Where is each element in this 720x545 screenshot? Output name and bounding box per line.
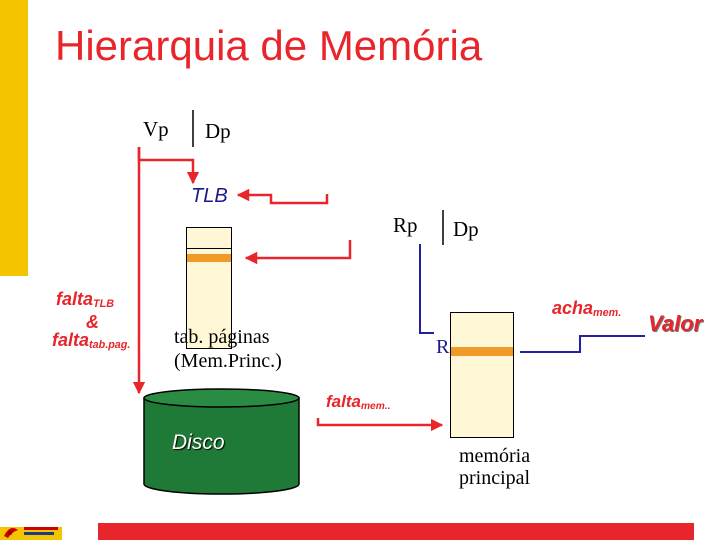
- left-accent-bar: [0, 0, 28, 276]
- rp-to-page-table-arrow: [244, 240, 352, 265]
- rp-to-tlb-arrow: [236, 188, 329, 205]
- page-table-box: [186, 248, 232, 349]
- fault-tlb-ampersand: &: [86, 312, 99, 333]
- page-table-label-line1: tab. páginas: [174, 326, 270, 348]
- disk-label: Disco: [172, 431, 225, 454]
- fault-tlb-line1: faltaTLB: [56, 289, 115, 311]
- fault-tlb-label: faltaTLB & faltatab.pag.: [52, 290, 152, 354]
- virtual-offset-label: Dp: [205, 119, 231, 143]
- page-table-entry-highlight: [187, 254, 231, 262]
- page-table-label-line2: (Mem.Princ.): [174, 350, 282, 372]
- virtual-page-label: Vp: [143, 117, 169, 141]
- real-offset-label: Dp: [453, 217, 479, 241]
- fault-memory-label: faltamem..: [326, 392, 391, 413]
- bottom-accent-bar: [98, 523, 694, 540]
- real-page-label: Rp: [393, 213, 418, 237]
- page-table-label: tab. páginas (Mem.Princ.): [174, 325, 282, 373]
- value-label: Valor: [648, 311, 703, 336]
- main-memory-label-line1: memória: [459, 445, 531, 467]
- tlb-label: TLB: [191, 185, 228, 207]
- page-title: Hierarquia de Memória: [55, 22, 483, 69]
- main-memory-label-line2: principal: [459, 467, 531, 489]
- disk-cylinder: [143, 388, 300, 496]
- hit-memory-label: achamem.: [552, 298, 622, 320]
- fault-tlb-line3: faltatab.pag.: [52, 330, 131, 352]
- main-memory-box: [450, 312, 514, 438]
- disk-to-memory-arrow: [316, 418, 444, 432]
- hit-memory-line: [520, 335, 645, 353]
- rp-to-memory-line: [419, 244, 434, 334]
- main-memory-label: memória principal: [459, 445, 530, 489]
- vp-to-tlb-arrow: [137, 147, 200, 185]
- logo: [2, 522, 60, 540]
- main-memory-page-highlight: [451, 347, 513, 356]
